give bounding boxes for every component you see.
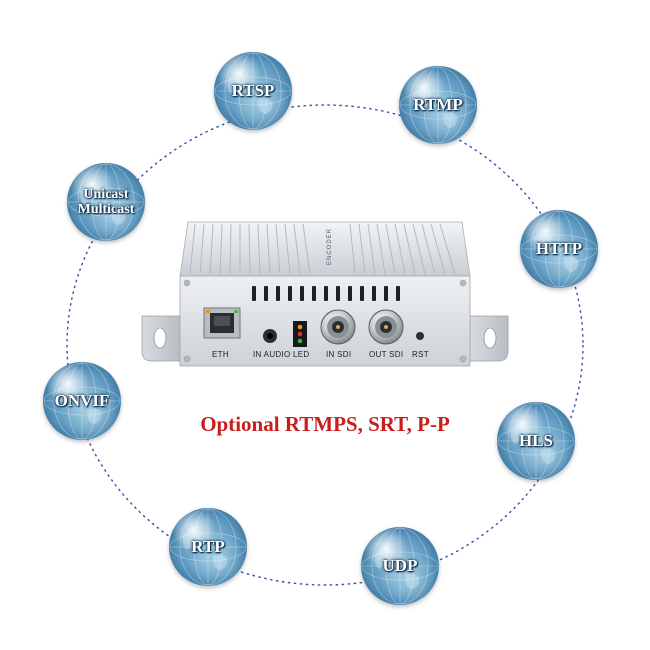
globe-label: RTP (191, 537, 225, 556)
globe-label: HLS (518, 431, 554, 450)
globe-rtsp: RTSP (214, 52, 292, 130)
globe-grid-icon (169, 508, 247, 586)
globe-grid-icon (67, 163, 145, 241)
port-label-led: LED (293, 350, 310, 359)
globe-udp: UDP (361, 527, 439, 605)
device-brand-label: ENCODER (327, 227, 333, 265)
globe-label: Unicast Multicast (77, 187, 135, 217)
device-body (141, 221, 509, 367)
port-label-rst: RST (412, 350, 429, 359)
globe-hls: HLS (497, 402, 575, 480)
globe-label: UDP (382, 556, 418, 575)
globe-rtmp: RTMP (399, 66, 477, 144)
port-label-out-sdi: OUT SDI (369, 350, 404, 359)
globe-grid-icon (214, 52, 292, 130)
globe-grid-icon (361, 527, 439, 605)
port-label-eth: ETH (212, 350, 229, 359)
globe-http: HTTP (520, 210, 598, 288)
encoder-device: ENCODER ETH IN AUDIO LED IN SDI OUT SDI … (140, 216, 510, 376)
globe-label: RTMP (413, 95, 463, 114)
globe-onvif: ONVIF (43, 362, 121, 440)
globe-unicast-multicast: Unicast Multicast (67, 163, 145, 241)
port-label-in-sdi: IN SDI (326, 350, 352, 359)
globe-grid-icon (43, 362, 121, 440)
optional-protocols-caption: Optional RTMPS, SRT, P-P (200, 412, 450, 436)
globe-grid-icon (520, 210, 598, 288)
globe-label: HTTP (535, 239, 583, 258)
globe-rtp: RTP (169, 508, 247, 586)
globe-label: ONVIF (54, 391, 110, 410)
globe-label: RTSP (231, 81, 275, 100)
port-label-in-audio: IN AUDIO (253, 350, 291, 359)
globe-grid-icon (399, 66, 477, 144)
globe-grid-icon (497, 402, 575, 480)
